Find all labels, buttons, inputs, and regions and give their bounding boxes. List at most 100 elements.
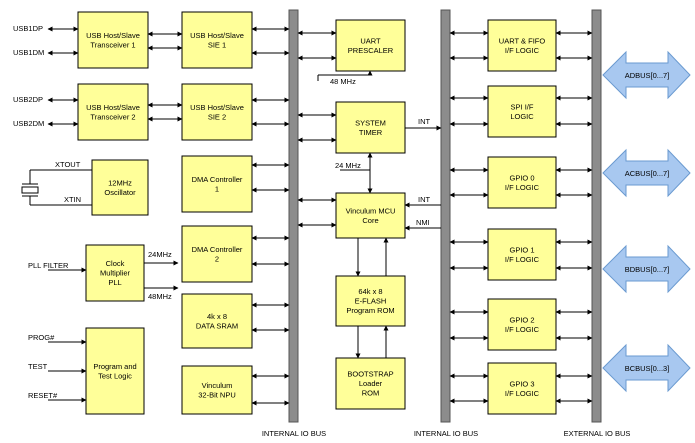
gpio2-label-line: GPIO 2 bbox=[509, 315, 534, 324]
dma2-label-line: 2 bbox=[215, 254, 219, 263]
npu-label-line: Vinculum bbox=[202, 381, 233, 390]
xtin-label: XTIN bbox=[64, 195, 81, 204]
usb2-transceiver-label-line: Transceiver 2 bbox=[90, 112, 135, 121]
uart-48mhz-label: 48 MHz bbox=[330, 77, 356, 86]
usb2-sie-label-line: SIE 2 bbox=[208, 112, 226, 121]
usb1-sie-label-line: USB Host/Slave bbox=[190, 31, 244, 40]
bootstrap-label-line: Loader bbox=[359, 379, 383, 388]
mcu-nmi-label: NMI bbox=[416, 218, 430, 227]
gpio0-label-line: GPIO 0 bbox=[509, 173, 534, 182]
oscillator-label-line: Oscillator bbox=[104, 188, 136, 197]
pll-label-line: Multiplier bbox=[100, 269, 131, 278]
internal-io-bus-1 bbox=[288, 9, 299, 423]
usb1-sie-label-line: SIE 1 bbox=[208, 40, 226, 49]
adbus-label: ADBUS[0...7] bbox=[625, 71, 670, 80]
gpio3-label-line: GPIO 3 bbox=[509, 379, 534, 388]
usb1-transceiver-label-line: USB Host/Slave bbox=[86, 31, 140, 40]
usb1dp-label: USB1DP bbox=[13, 24, 43, 33]
pll-filter-label: PLL FILTER bbox=[28, 261, 69, 270]
bcbus-label: BCBUS[0...3] bbox=[625, 364, 670, 373]
usb2-sie-label-line: USB Host/Slave bbox=[190, 103, 244, 112]
uart-fifo-label-line: I/F LOGIC bbox=[505, 46, 540, 55]
oscillator-label-line: 12MHz bbox=[108, 178, 132, 187]
gpio0-label-line: I/F LOGIC bbox=[505, 183, 540, 192]
reset-label: RESET# bbox=[28, 391, 58, 400]
dma1-label-line: DMA Controller bbox=[192, 175, 243, 184]
spi-label-line: SPI I/F bbox=[511, 102, 534, 111]
external-io-bus-label: EXTERNAL IO BUS bbox=[564, 429, 631, 438]
usb2dp-label: USB2DP bbox=[13, 95, 43, 104]
adbus-port-arrow bbox=[602, 50, 691, 100]
usb1dm-label: USB1DM bbox=[13, 48, 44, 57]
mcu-core-label-line: Vinculum MCU bbox=[346, 206, 396, 215]
pll-label-line: Clock bbox=[106, 259, 125, 268]
gpio3-label-line: I/F LOGIC bbox=[505, 389, 540, 398]
eflash-label-line: 64k x 8 bbox=[358, 287, 382, 296]
xtout-label: XTOUT bbox=[55, 160, 81, 169]
pll-24mhz-label: 24MHz bbox=[148, 250, 172, 259]
gpio2-block: GPIO 2I/F LOGIC bbox=[487, 298, 557, 351]
bdbus-label: BDBUS[0...7] bbox=[625, 265, 670, 274]
gpio1-block: GPIO 1I/F LOGIC bbox=[487, 228, 557, 281]
dma1-label-line: 1 bbox=[215, 184, 219, 193]
uart-prescaler-label-line: UART bbox=[360, 36, 381, 45]
crystal-icon bbox=[21, 183, 39, 197]
sram-label-line: DATA SRAM bbox=[196, 321, 238, 330]
eflash-label-line: E-FLASH bbox=[355, 297, 387, 306]
connectors bbox=[29, 26, 593, 406]
gpio0-block: GPIO 0I/F LOGIC bbox=[487, 156, 557, 209]
system-timer-label-line: SYSTEM bbox=[355, 118, 386, 127]
internal-io-bus-2-label: INTERNAL IO BUS bbox=[414, 429, 478, 438]
npu-label-line: 32-Bit NPU bbox=[198, 390, 236, 399]
timer-24mhz-label: 24 MHz bbox=[335, 161, 361, 170]
bootstrap-label-line: ROM bbox=[362, 389, 380, 398]
internal-io-bus-2 bbox=[440, 9, 451, 423]
eflash-label-line: Program ROM bbox=[346, 306, 394, 315]
external-io-bus bbox=[591, 9, 602, 423]
dma2-label-line: DMA Controller bbox=[192, 245, 243, 254]
uart-fifo-label-line: UART & FIFO bbox=[499, 36, 546, 45]
system-timer-label-line: TIMER bbox=[359, 128, 383, 137]
uart-prescaler-label-line: PRESCALER bbox=[348, 46, 394, 55]
mcu-int-label: INT bbox=[418, 195, 431, 204]
timer-int-label: INT bbox=[418, 117, 431, 126]
usb1-transceiver-label-line: Transceiver 1 bbox=[90, 40, 135, 49]
acbus-port-arrow bbox=[602, 148, 691, 198]
prog-label: PROG# bbox=[28, 333, 55, 342]
spi-label-line: LOGIC bbox=[510, 112, 534, 121]
usb2dm-label: USB2DM bbox=[13, 119, 44, 128]
gpio3-block: GPIO 3I/F LOGIC bbox=[487, 362, 557, 415]
bcbus-port-arrow bbox=[602, 343, 691, 393]
bdbus-port-arrow bbox=[602, 244, 691, 294]
acbus-label: ACBUS[0...7] bbox=[625, 169, 670, 178]
pll-label-line: PLL bbox=[108, 278, 121, 287]
gpio2-label-line: I/F LOGIC bbox=[505, 325, 540, 334]
test-logic-label-line: Test Logic bbox=[98, 371, 132, 380]
pll-48mhz-label: 48MHz bbox=[148, 292, 172, 301]
mcu-core-label-line: Core bbox=[362, 216, 378, 225]
test-logic-label-line: Program and bbox=[93, 362, 136, 371]
usb2-transceiver-label-line: USB Host/Slave bbox=[86, 103, 140, 112]
gpio1-label-line: I/F LOGIC bbox=[505, 255, 540, 264]
sram-label-line: 4k x 8 bbox=[207, 312, 227, 321]
test-label: TEST bbox=[28, 362, 48, 371]
bootstrap-label-line: BOOTSTRAP bbox=[347, 370, 393, 379]
